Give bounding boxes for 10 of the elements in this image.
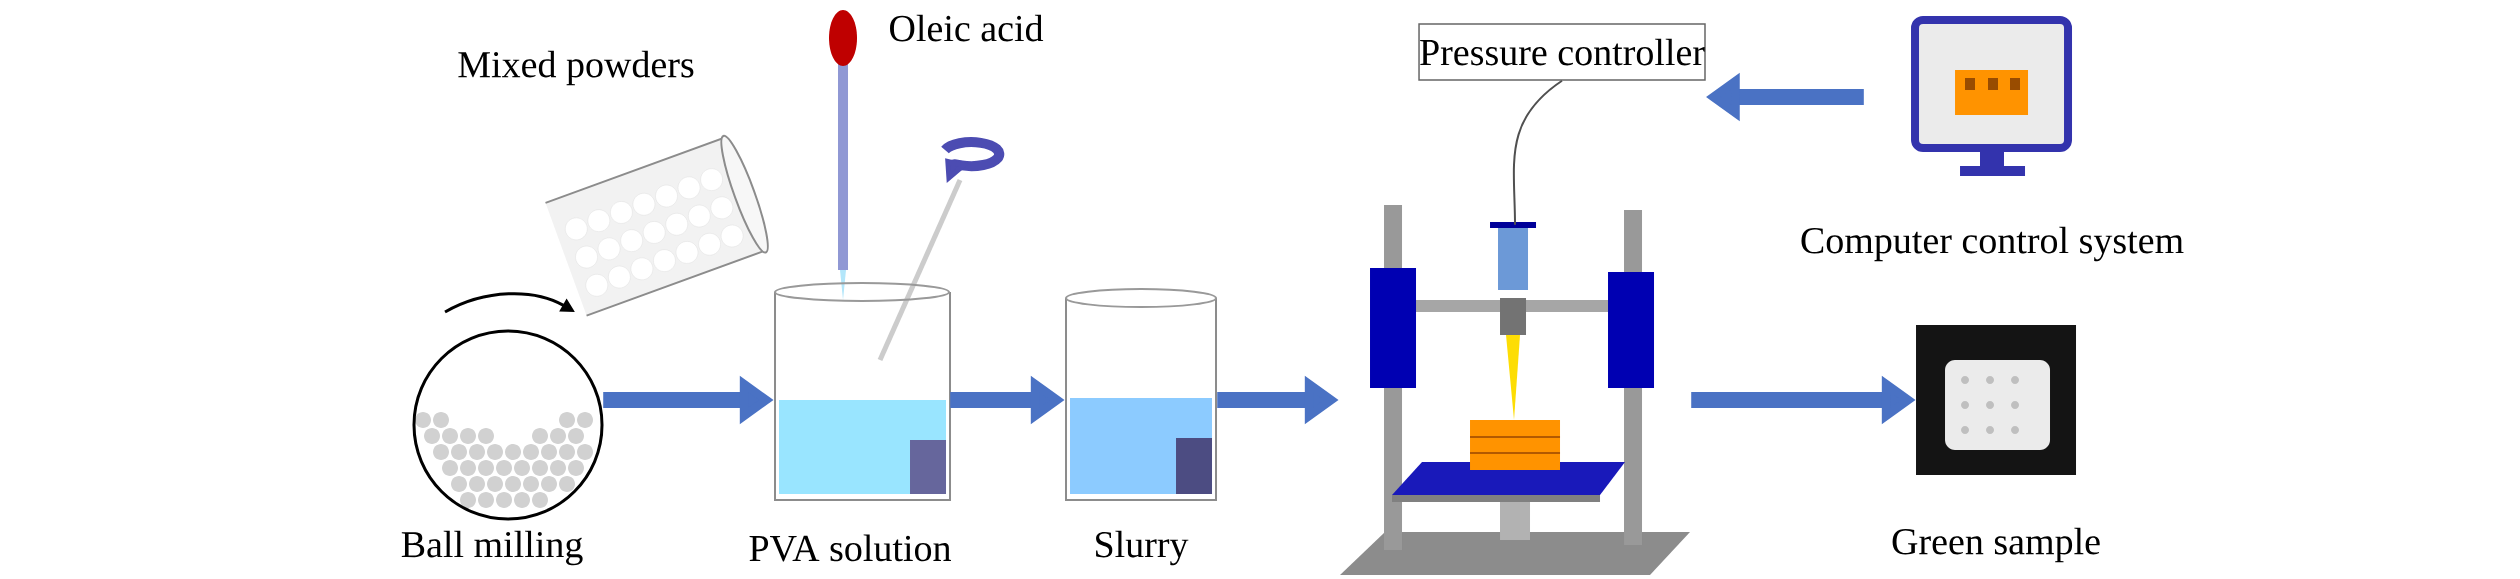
caption-text: Green sample — [1892, 527, 2100, 563]
caption-text: PVA solution — [749, 534, 951, 562]
caption-text: Slurry — [1096, 530, 1189, 566]
caption-text: Computer control system — [1801, 226, 2184, 262]
cable-line — [1512, 79, 1563, 226]
part-label: Mixed powders — [458, 50, 694, 86]
controller-box: Pressure controller — [1418, 23, 1706, 81]
caption-text: Ball milling — [401, 530, 583, 566]
printer-drawing — [1340, 205, 1690, 575]
part-label: Oleic acid — [890, 14, 1044, 42]
